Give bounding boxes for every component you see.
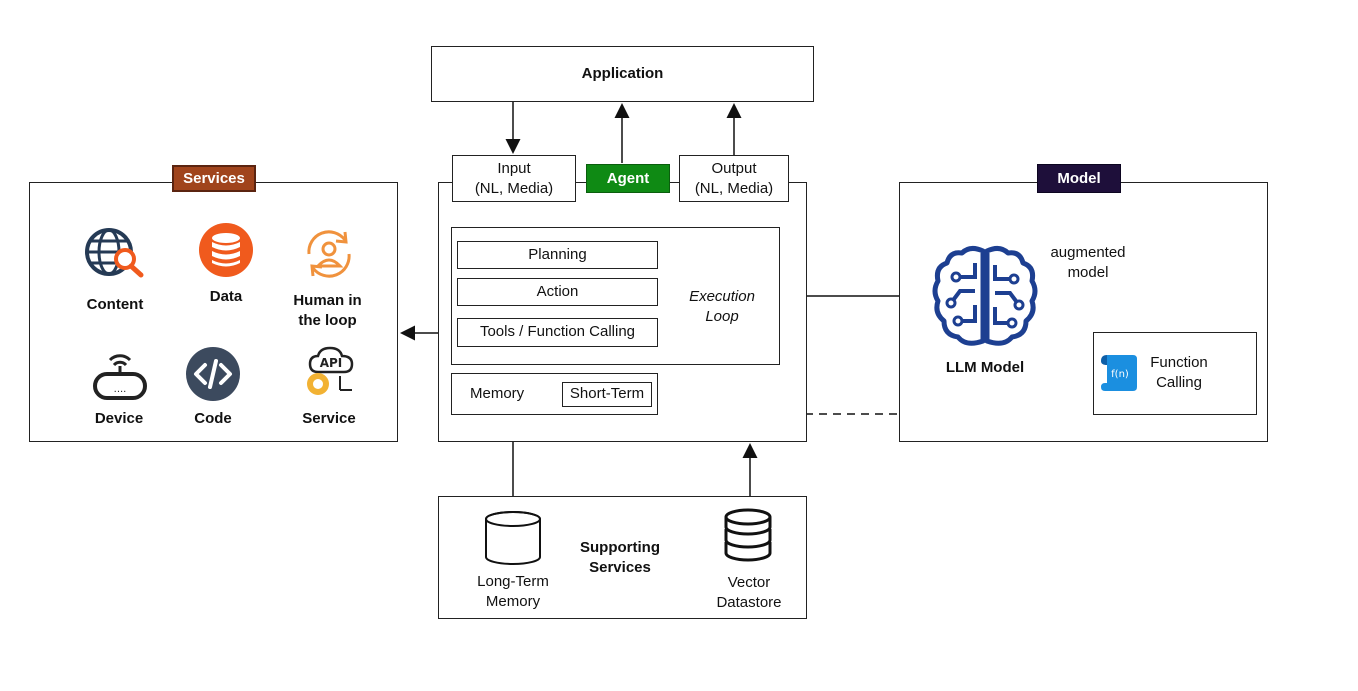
long-term-memory-label: Long-Term Memory xyxy=(463,572,563,612)
vector-line2: Datastore xyxy=(716,594,782,611)
application-label: Application xyxy=(581,65,664,82)
long-term-line2: Memory xyxy=(485,593,541,610)
service-data-label: Data xyxy=(209,288,243,305)
globe-search-icon xyxy=(85,228,144,278)
human-loop-line1: Human in xyxy=(293,292,362,309)
execution-loop-line1: Execution xyxy=(689,288,755,305)
long-term-memory-cylinder-icon xyxy=(485,511,541,565)
svg-text:f(n): f(n) xyxy=(1111,369,1129,380)
service-content-label: Content xyxy=(86,296,144,313)
agent-tag: Agent xyxy=(586,164,670,193)
short-term-label: Short-Term xyxy=(569,385,645,402)
execution-loop-line2: Loop xyxy=(705,308,739,325)
function-calling-line1: Function xyxy=(1150,354,1208,371)
code-icon xyxy=(186,347,240,401)
svg-text:....: .... xyxy=(114,384,127,395)
service-code-label: Code xyxy=(194,410,232,427)
api-gear-icon: API xyxy=(307,346,354,395)
short-term-box: Short-Term xyxy=(562,382,652,407)
svg-text:API: API xyxy=(320,356,343,370)
memory-label: Memory xyxy=(470,385,525,402)
supporting-services-title: Supporting Services xyxy=(565,538,675,578)
action-box: Action xyxy=(457,278,658,306)
model-tag: Model xyxy=(1037,164,1121,193)
memory-box: Memory Short-Term xyxy=(451,373,658,415)
database-icon xyxy=(199,223,253,277)
augmented-line2: model xyxy=(1067,264,1109,281)
execution-loop-label: Execution Loop xyxy=(672,287,772,327)
function-scroll-icon: f(n) xyxy=(1101,355,1137,391)
output-box: Output (NL, Media) xyxy=(679,155,789,202)
brain-circuit-icon xyxy=(932,245,1038,346)
supporting-line1: Supporting xyxy=(580,539,660,556)
vector-datastore-icon xyxy=(724,508,772,562)
tools-label: Tools / Function Calling xyxy=(479,323,636,340)
supporting-line2: Services xyxy=(589,559,651,576)
augmented-model-label: augmented model xyxy=(1038,243,1138,283)
output-line1: Output xyxy=(711,160,757,177)
service-human-loop-label: Human in the loop xyxy=(280,291,375,331)
service-device-label: Device xyxy=(94,410,144,427)
action-label: Action xyxy=(536,283,579,300)
services-tag: Services xyxy=(172,165,256,192)
tools-box: Tools / Function Calling xyxy=(457,318,658,347)
input-line2: (NL, Media) xyxy=(474,180,554,197)
augmented-line1: augmented xyxy=(1050,244,1126,261)
service-service-label: Service xyxy=(302,410,356,427)
function-calling-label: Function Calling xyxy=(1139,353,1219,393)
planning-box: Planning xyxy=(457,241,658,269)
application-box: Application xyxy=(431,46,814,102)
planning-label: Planning xyxy=(528,246,587,263)
human-loop-icon xyxy=(307,230,351,278)
output-line2: (NL, Media) xyxy=(694,180,774,197)
llm-model-label: LLM Model xyxy=(945,359,1025,376)
function-calling-box: f(n) Function Calling xyxy=(1093,332,1257,415)
vector-datastore-label: Vector Datastore xyxy=(699,573,799,613)
long-term-line1: Long-Term xyxy=(477,573,549,590)
router-icon: .... xyxy=(93,354,147,400)
vector-line1: Vector xyxy=(727,574,771,591)
input-box: Input (NL, Media) xyxy=(452,155,576,202)
function-calling-line2: Calling xyxy=(1156,374,1202,391)
human-loop-line2: the loop xyxy=(298,312,357,329)
input-line1: Input xyxy=(497,160,531,177)
